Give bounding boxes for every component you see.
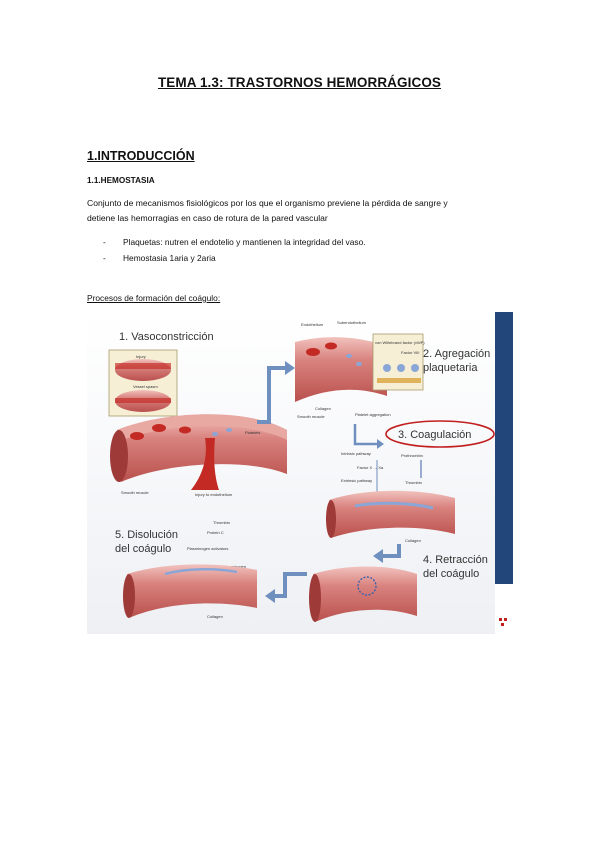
coagulation-figure: 1. Vasoconstricción Injury Vessel spasm … [87,312,521,634]
injury-label: Injury [136,354,146,359]
arrow-4-5 [275,572,307,598]
arrow-3-4 [383,544,401,558]
platelets-label: Platelets [245,430,260,435]
collagen-label-2: Collagen [315,406,331,411]
step4-label-line1: 4. Retracción [423,554,488,566]
list-item-text: Plaquetas: nutren el endotelio y mantien… [123,237,366,247]
vessel-5 [127,564,257,618]
platelet-aggregation-label: Platelet aggregation [355,412,391,417]
intrinsic-label: Intrinsic pathway [341,451,371,456]
smooth-muscle-label: Smooth muscle [121,490,149,495]
factor-x-label: Factor X → Xa [357,465,384,470]
step1-label: 1. Vasoconstricción [119,331,214,343]
subsection-heading: 1.1.HEMOSTASIA [87,176,155,185]
vwf-label: von Willebrand factor (vWF) [375,340,425,345]
step5-label-line1: 5. Disolución [115,529,178,541]
collagen-label-5: Collagen [207,614,223,619]
figure-caption: Procesos de formación del coágulo: [87,293,221,303]
step3-highlight-ring [385,420,495,448]
bullet-dash: - [103,237,106,247]
smooth-muscle-label-2: Smooth muscle [297,414,325,419]
step3-label: 3. Coagulación [398,429,471,441]
thrombin-label: Thrombin [405,480,422,485]
protein-c-label: Protein C [207,530,224,535]
paragraph-line-1: Conjunto de mecanismos fisiológicos por … [87,198,448,208]
list-item-text: Hemostasia 1aria y 2aria [123,253,216,263]
subendothelium-label: Subendothelium [337,320,367,325]
plasminogen-activators-label: Plasminogen activators [187,546,228,551]
vessel-3 [329,490,455,538]
endothelium-label: Endothelium [301,322,324,327]
paragraph-line-2: detiene las hemorragias en caso de rotur… [87,212,328,223]
bullet-dash: - [103,253,106,263]
step2-label-line2: plaquetaria [423,362,478,374]
step4-label-line2: del coágulo [423,568,479,580]
injury-endothelium-label: Injury to endothelium [195,492,233,497]
prothrombin-label: Prothrombin [401,453,423,458]
step2-label-line1: 2. Agregación [423,348,490,360]
arrow-1-2 [257,366,285,424]
page-title: TEMA 1.3: TRASTORNOS HEMORRÁGICOS [157,75,442,90]
section-heading: 1.INTRODUCCIÓN [87,149,195,163]
vessel-4 [313,566,417,622]
step5-label-line2: del coágulo [115,543,171,555]
coagulation-diagram: 1. Vasoconstricción Injury Vessel spasm … [87,312,513,634]
definition-paragraph: Conjunto de mecanismos fisiológicos por … [87,196,517,225]
sidebar-bar [495,312,513,584]
extrinsic-label: Extrinsic pathway [341,478,372,483]
thrombin-label-5: Thrombin [213,520,230,525]
factor-viii-label: Factor VIII [401,350,419,355]
collagen-label-3: Collagen [405,538,421,543]
vessel-spasm-label: Vessel spasm [133,384,158,389]
